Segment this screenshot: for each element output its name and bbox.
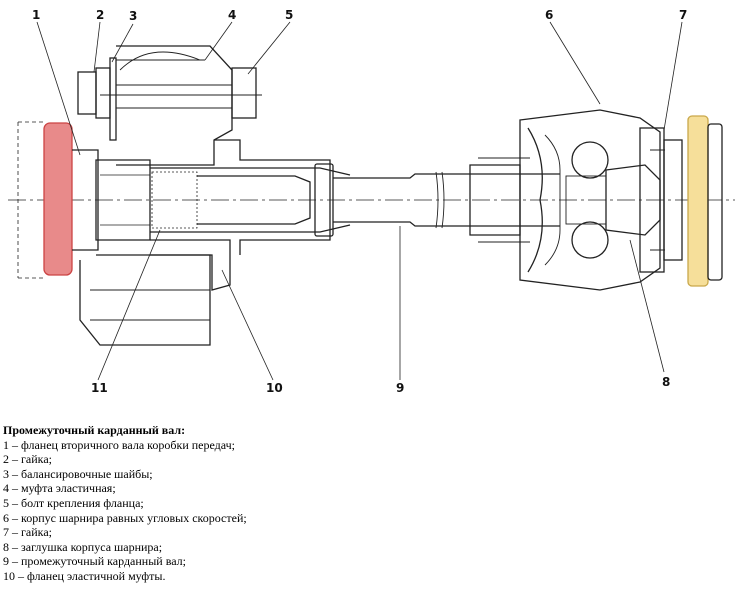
nut-body <box>95 67 111 119</box>
callout-7: 7 <box>679 8 687 22</box>
callout-8: 8 <box>662 375 670 389</box>
legend-title: Промежуточный карданный вал: <box>3 423 186 437</box>
balance-washers <box>109 57 117 141</box>
legend-item: 10 – фланец эластичной муфты. <box>3 568 166 583</box>
legend-item: 5 – болт крепления фланца; <box>3 495 144 510</box>
legend-item: 3 – балансировочные шайбы; <box>3 466 153 481</box>
flange-bolt <box>231 67 257 119</box>
parts-legend: Промежуточный карданный вал: 1 – фланец … <box>3 423 733 584</box>
callout-4: 4 <box>228 8 236 22</box>
legend-item: 8 – заглушка корпуса шарнира; <box>3 539 163 554</box>
callout-5: 5 <box>285 8 293 22</box>
legend-item: 1 – фланец вторичного вала коробки перед… <box>3 437 235 452</box>
callout-10: 10 <box>266 381 283 395</box>
callout-11: 11 <box>91 381 108 395</box>
callout-6: 6 <box>545 8 553 22</box>
nut <box>77 71 97 115</box>
legend-item: 6 – корпус шарнира равных угловых скорос… <box>3 510 247 525</box>
callout-3: 3 <box>129 9 137 23</box>
callout-1: 1 <box>32 8 40 22</box>
callout-2: 2 <box>96 8 104 22</box>
legend-item: 4 – муфта эластичная; <box>3 481 116 496</box>
legend-item: 7 – гайка; <box>3 525 52 540</box>
legend-item: 9 – промежуточный карданный вал; <box>3 554 186 569</box>
cardan-shaft-drawing: 1 2 3 4 5 6 7 8 9 10 11 <box>8 8 735 395</box>
gearbox-flange-highlight <box>43 122 73 276</box>
callout-9: 9 <box>396 381 404 395</box>
cv-joint-flange-highlight <box>687 115 709 287</box>
legend-item: 2 – гайка; <box>3 452 52 467</box>
